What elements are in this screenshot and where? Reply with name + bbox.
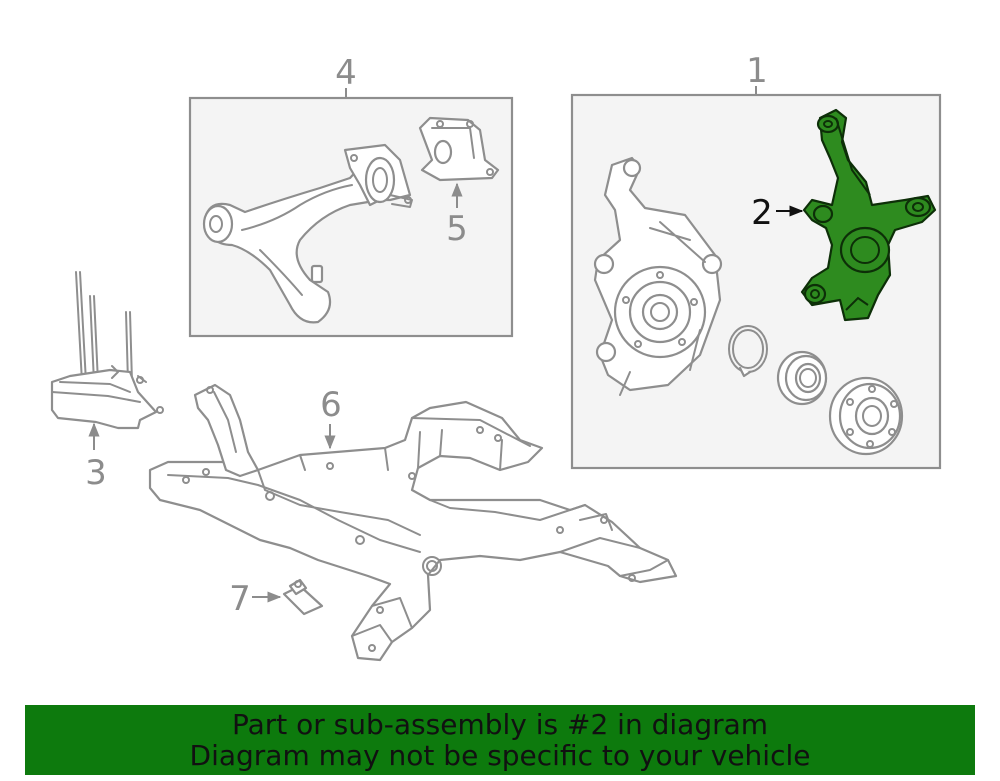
front-subframe[interactable] [148, 383, 678, 662]
knuckle-assembly-group [570, 86, 942, 470]
notice-banner: Part or sub-assembly is #2 in diagram Di… [25, 705, 975, 775]
wheel-bearing[interactable] [776, 350, 828, 406]
bushing-bracket[interactable] [418, 116, 500, 182]
notice-line-2: Diagram may not be specific to your vehi… [189, 739, 811, 772]
callout-5: 5 [446, 209, 468, 249]
engine-mount[interactable] [50, 271, 164, 430]
callout-7: 7 [229, 579, 251, 619]
steering-knuckle-highlighted[interactable] [800, 108, 937, 322]
hub-flange[interactable] [828, 376, 904, 456]
callout-6: 6 [320, 385, 342, 425]
knuckle-hub-assembly[interactable] [593, 156, 723, 396]
notice-line-1: Part or sub-assembly is #2 in diagram [231, 708, 769, 741]
callout-3: 3 [85, 453, 107, 493]
callout-4: 4 [335, 53, 357, 93]
nut-plate[interactable] [282, 578, 324, 616]
snap-ring[interactable] [728, 325, 768, 378]
callout-2: 2 [751, 193, 773, 233]
callout-1: 1 [746, 51, 768, 91]
control-arm-group [188, 88, 514, 338]
lower-control-arm[interactable] [202, 143, 413, 324]
